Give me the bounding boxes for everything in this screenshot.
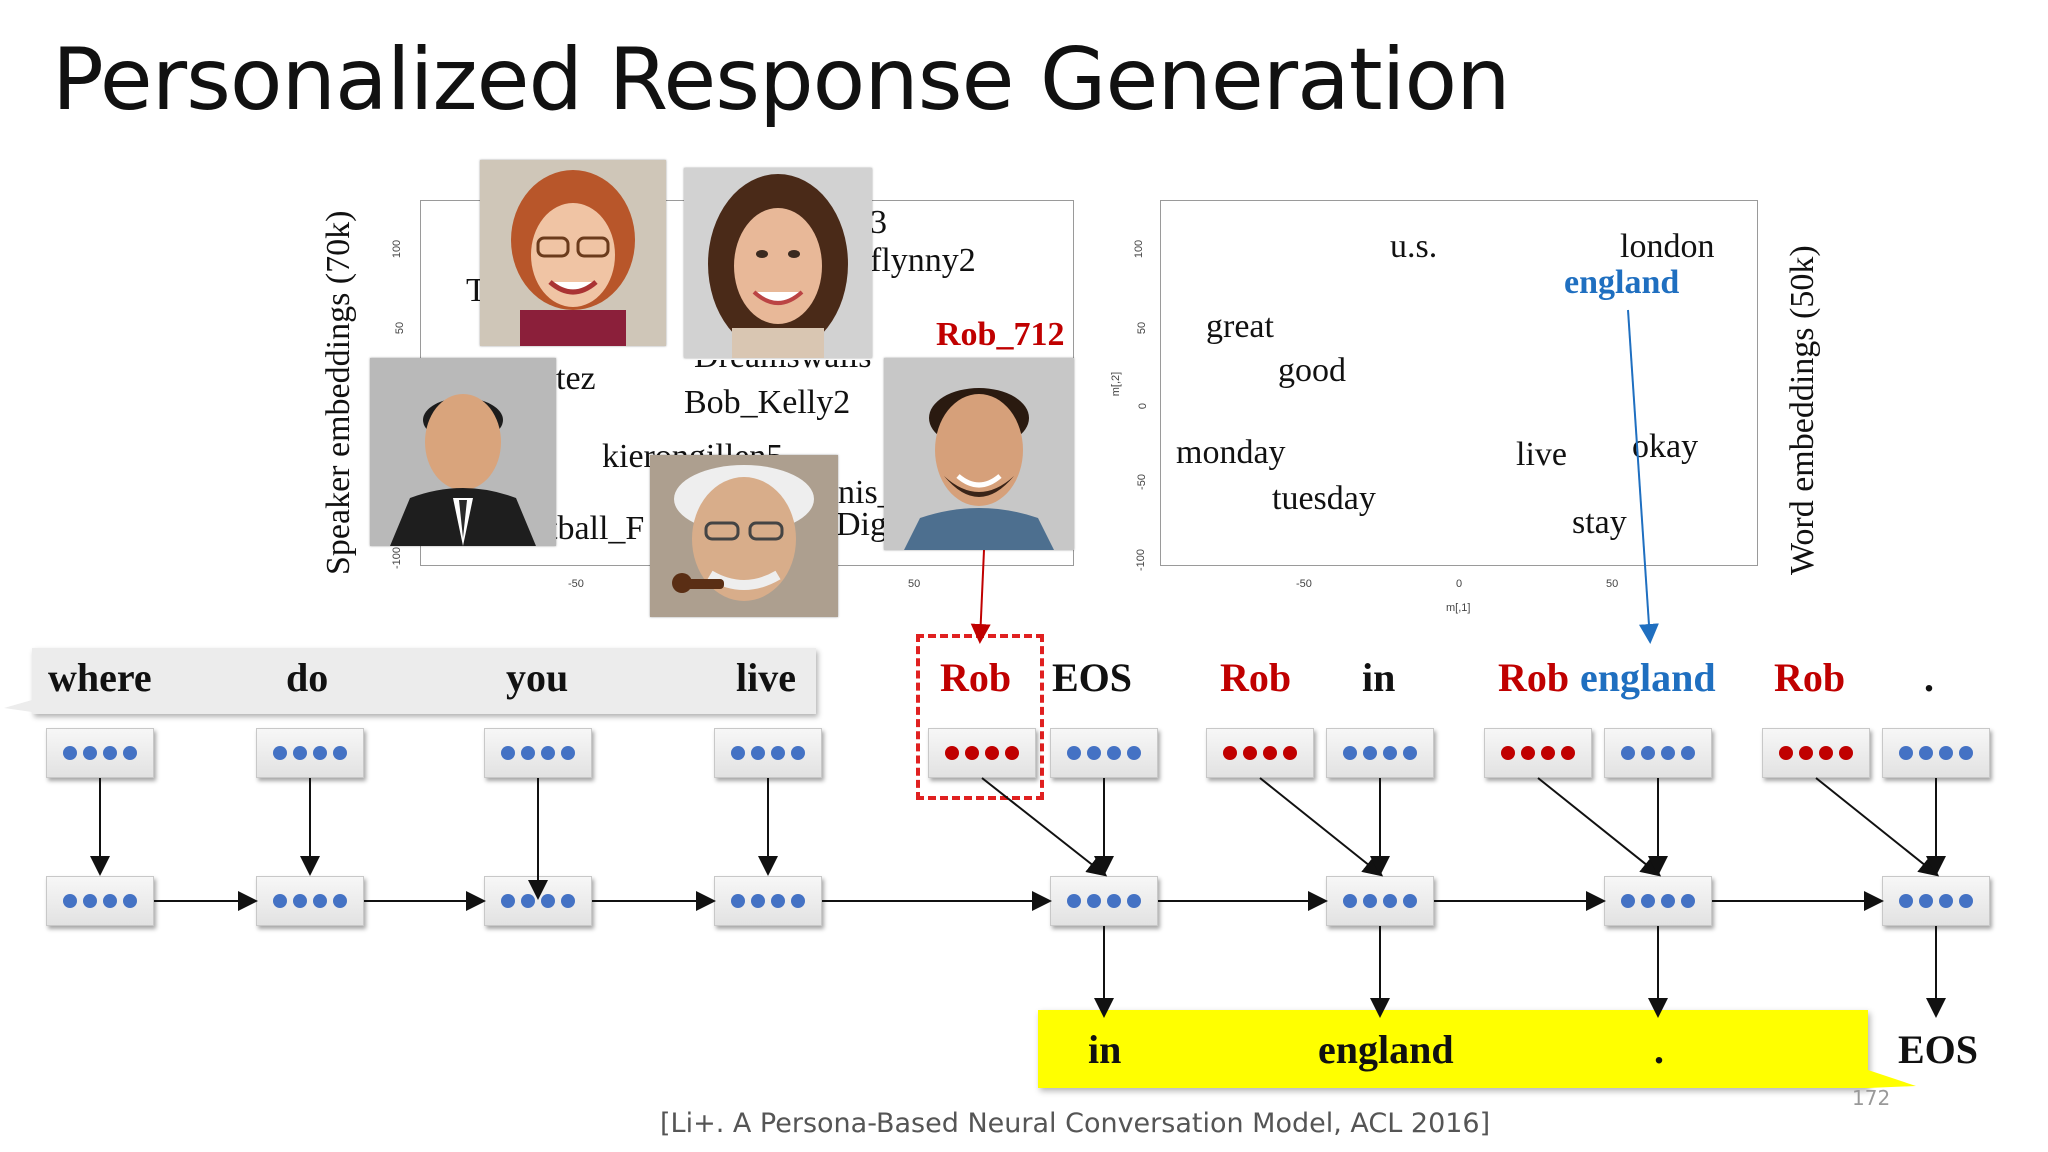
input-token: live	[736, 655, 796, 700]
output-token: .	[1654, 1027, 1664, 1072]
word-embedding-node	[1326, 728, 1434, 778]
speaker-photo-rob	[884, 358, 1074, 550]
speaker-embedding-node	[1206, 728, 1314, 778]
word-point-highlight: england	[1564, 264, 1680, 301]
speaker-name-highlight: Rob_712	[936, 316, 1065, 353]
input-token: you	[506, 655, 569, 700]
speaker-name: Bob_Kelly2	[684, 384, 851, 421]
word-embedding-node	[1050, 728, 1158, 778]
word-x-tick: 0	[1456, 578, 1463, 590]
speaker-x-tick: -50	[568, 578, 584, 590]
encoder-embedding-node	[256, 728, 364, 778]
input-sentence-callout	[32, 648, 816, 714]
slide-title: Personalized Response Generation	[52, 30, 1511, 130]
decoder-input-arrows	[981, 777, 1946, 877]
old-man-portrait-icon	[650, 455, 838, 617]
word-y-tick: 0	[1137, 402, 1150, 410]
rob-portrait-icon	[884, 358, 1074, 550]
woman-portrait-icon	[684, 168, 872, 358]
output-token: in	[1088, 1027, 1122, 1072]
word-point: stay	[1572, 504, 1627, 541]
word-point: london	[1620, 228, 1715, 265]
encoder-embedding-node	[484, 728, 592, 778]
decoder-speaker-token: Rob	[1220, 655, 1292, 700]
page-number: 172	[1852, 1086, 1891, 1110]
word-x-tick: -50	[1296, 578, 1312, 590]
decoder-hidden-node	[1326, 876, 1434, 926]
word-point: u.s.	[1390, 228, 1438, 265]
output-token: england	[1318, 1027, 1454, 1072]
encoder-hidden-node	[256, 876, 364, 926]
word-axis-label: Word embeddings (50k)	[1784, 245, 1821, 575]
decoder-speaker-token: Rob	[940, 655, 1012, 700]
speaker-embedding-node	[1762, 728, 1870, 778]
callout-pointer	[4, 700, 32, 712]
speaker-photo-teen	[480, 160, 666, 346]
encoder-hidden-node	[714, 876, 822, 926]
citation: [Li+. A Persona-Based Neural Conversatio…	[660, 1108, 1491, 1139]
speaker-name: Dreamswalls	[694, 360, 872, 376]
speaker-embedding-node	[1484, 728, 1592, 778]
decoder-hidden-node	[1050, 876, 1158, 926]
word-point: great	[1206, 308, 1274, 345]
speaker-x-tick: 50	[908, 578, 921, 590]
speaker-name: 3	[870, 204, 887, 241]
word-x-axis-title: m[,1]	[1446, 602, 1471, 614]
word-point: live	[1516, 436, 1567, 473]
speaker-name: flynny2	[870, 242, 976, 279]
output-token: EOS	[1898, 1027, 1979, 1072]
decoder-word-token: in	[1362, 655, 1396, 700]
encoder-embedding-node	[46, 728, 154, 778]
speaker-embedding-node	[928, 728, 1036, 778]
decoder-hidden-node	[1604, 876, 1712, 926]
generated-response-highlight	[1038, 1010, 1868, 1088]
speaker-y-tick: 50	[394, 321, 407, 335]
speaker-y-tick: -100	[391, 546, 404, 570]
input-token: where	[48, 655, 152, 700]
speaker-y-tick: 100	[391, 239, 404, 259]
word-x-tick: 50	[1606, 578, 1619, 590]
speaker-photo-businessman	[370, 358, 556, 546]
word-y-tick: 100	[1133, 239, 1146, 259]
word-embedding-node	[1604, 728, 1712, 778]
output-arrows	[1094, 926, 1946, 1018]
input-token: do	[286, 655, 329, 700]
decoder-word-token: EOS	[1052, 655, 1133, 700]
word-point: monday	[1176, 434, 1286, 471]
decoder-speaker-token: Rob	[1774, 655, 1846, 700]
businessman-portrait-icon	[370, 358, 556, 546]
speaker-name: tez	[556, 360, 596, 397]
word-y-tick: -50	[1135, 474, 1148, 490]
word-embedding-node	[1882, 728, 1990, 778]
speaker-name: tball_F	[548, 510, 645, 547]
word-embedding-plot	[1160, 200, 1758, 566]
encoder-hidden-node	[46, 876, 154, 926]
encoder-hidden-node	[484, 876, 592, 926]
word-point: okay	[1632, 428, 1699, 465]
speaker-photo-old-man	[650, 455, 838, 617]
decoder-hidden-node	[1882, 876, 1990, 926]
speaker-photo-woman	[684, 168, 872, 358]
word-point: good	[1278, 352, 1346, 389]
speaker-axis-label: Speaker embeddings (70k)	[320, 210, 357, 575]
encoder-embedding-node	[714, 728, 822, 778]
decoder-word-token: .	[1924, 655, 1934, 700]
word-point: tuesday	[1272, 480, 1376, 517]
decoder-word-token: england	[1580, 655, 1716, 700]
decoder-speaker-token: Rob	[1498, 655, 1570, 700]
teen-portrait-icon	[480, 160, 666, 346]
word-y-axis-title: m[,2]	[1110, 371, 1123, 397]
encoder-vertical-arrows	[90, 778, 778, 900]
word-y-tick: 50	[1136, 321, 1149, 335]
word-y-tick: -100	[1135, 548, 1148, 572]
speaker-name: Dig	[836, 506, 887, 543]
